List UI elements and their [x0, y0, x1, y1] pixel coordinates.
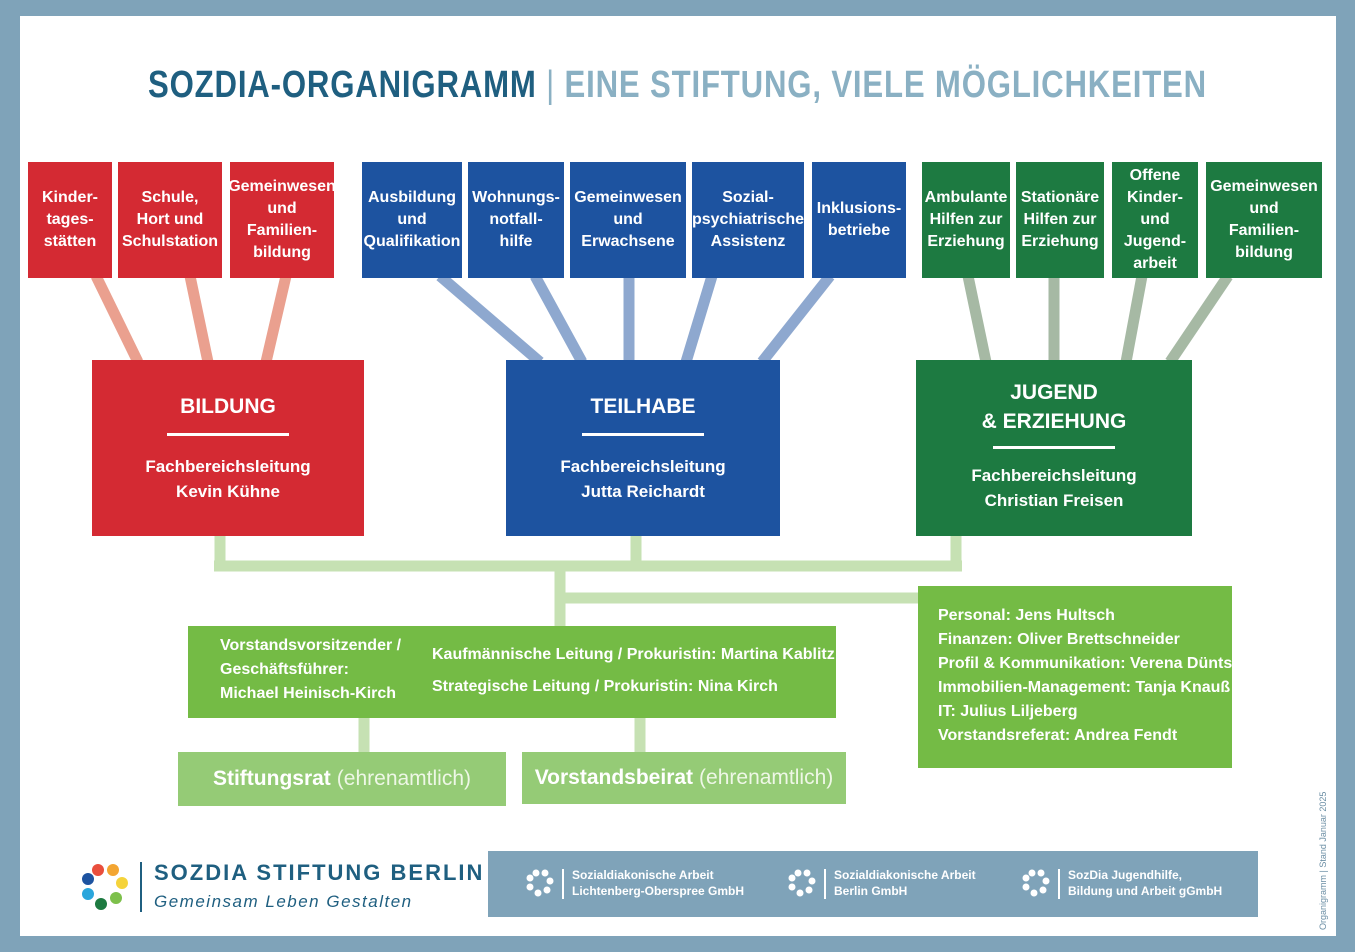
company-logo-icon: [788, 869, 816, 897]
brand-divider: [140, 862, 142, 912]
brand-tagline: Gemeinsam Leben Gestalten: [154, 892, 413, 911]
company-name: Sozialdiakonische Arbeit Berlin GmbH: [834, 868, 976, 898]
jugend-unit-stationaer: Stationäre Hilfen zur Erziehung: [1016, 162, 1104, 278]
council-stiftungsrat: Stiftungsrat (ehrenamtlich): [178, 752, 506, 806]
divider: [167, 433, 289, 436]
connector-line: [680, 274, 718, 364]
connector-line: [184, 274, 214, 364]
teilhabe-unit-ausbildung: Ausbildung und Qualifikation: [362, 162, 462, 278]
dept-person: Kevin Kühne: [176, 482, 280, 501]
unit-label: Sozial- psychiatrische Assistenz: [691, 189, 805, 250]
dept-role: Fachbereichsleitung: [145, 457, 311, 476]
unit-label: Ausbildung und Qualifikation: [363, 189, 461, 250]
staff-item: Vorstandsreferat: Andrea Fendt: [938, 727, 1178, 744]
teilhabe-unit-wohnungsnotfallhilfe: Wohnungs- notfall- hilfe: [468, 162, 564, 278]
unit-label: Ambulante Hilfen zur Erziehung: [924, 189, 1008, 250]
company-divider: [562, 869, 564, 899]
connector-line: [962, 274, 992, 364]
companies-bar: Sozialdiakonische Arbeit Lichtenberg-Obe…: [488, 851, 1258, 917]
unit-label: Gemeinwesen und Erwachsene: [574, 189, 682, 250]
dept-title: TEILHABE: [590, 395, 696, 418]
board-commercial-lead: Kaufmännische Leitung / Prokuristin: Mar…: [432, 646, 835, 663]
staff-item: Personal: Jens Hultsch: [938, 607, 1115, 624]
side-note: Organigramm | Stand Januar 2025: [1316, 790, 1332, 930]
connector-line: [1120, 274, 1148, 364]
brand-name: SOZDIA STIFTUNG BERLIN: [154, 860, 485, 885]
title-subtitle: EINE STIFTUNG, VIELE MÖGLICHKEITEN: [564, 64, 1207, 106]
sozdia-logo-icon: [82, 864, 128, 910]
board-box: [188, 626, 836, 718]
dept-role: Fachbereichsleitung: [971, 466, 1137, 485]
jugend-connectors: [962, 272, 1233, 366]
teilhabe-connectors: [436, 271, 835, 367]
staff-item: Finanzen: Oliver Brettschneider: [938, 631, 1180, 648]
teilhabe-unit-gemeinwesen: Gemeinwesen und Erwachsene: [570, 162, 686, 278]
teilhabe-unit-inklusionsbetriebe: Inklusions- betriebe: [812, 162, 906, 278]
council-note: (ehrenamtlich): [699, 766, 834, 789]
dept-title: BILDUNG: [180, 395, 276, 418]
company-divider: [824, 869, 826, 899]
council-note: (ehrenamtlich): [336, 767, 472, 790]
title-separator: |: [546, 64, 556, 106]
board-strategic-lead: Strategische Leitung / Prokuristin: Nina…: [432, 678, 778, 695]
unit-label: Gemeinwesen und Familien- bildung: [1210, 178, 1318, 261]
connector-line: [91, 273, 143, 365]
unit-label: Gemeinwesen und Familien- bildung: [228, 178, 336, 261]
jugend-unit-offene-arbeit: Offene Kinder- und Jugend- arbeit: [1112, 162, 1198, 278]
connector-line: [1165, 272, 1233, 366]
teilhabe-unit-sozialpsychiatrie: Sozial- psychiatrische Assistenz: [692, 162, 804, 278]
dept-title: JUGEND & ERZIEHUNG: [981, 381, 1127, 433]
jugend-unit-gemeinwesen: Gemeinwesen und Familien- bildung: [1206, 162, 1322, 278]
divider: [582, 433, 704, 436]
staff-item: Profil & Kommunikation: Verena Düntsch: [938, 655, 1251, 672]
unit-label: Stationäre Hilfen zur Erziehung: [1020, 189, 1100, 250]
dept-person: Jutta Reichardt: [581, 482, 705, 501]
board-connectors: [214, 534, 962, 756]
company-logo-icon: [526, 869, 554, 897]
company-logo-icon: [1022, 869, 1050, 897]
title-main: SOZDIA-ORGANIGRAMM: [147, 64, 537, 106]
connector-line: [436, 271, 544, 367]
company-divider: [1058, 869, 1060, 899]
unit-label: Offene Kinder- und Jugend- arbeit: [1123, 167, 1187, 272]
staff-item: IT: Julius Liljeberg: [938, 703, 1078, 720]
connector-line: [260, 274, 292, 364]
dept-person: Christian Freisen: [984, 491, 1124, 510]
dept-teilhabe: TEILHABE Fachbereichsleitung Jutta Reich…: [506, 360, 780, 536]
bildung-unit-kitas: Kinder- tages- stätten: [28, 162, 112, 278]
unit-label: Schule, Hort und Schulstation: [122, 189, 219, 250]
council-name: Vorstandsbeirat: [534, 766, 694, 789]
connector-line: [757, 272, 835, 366]
page-title: SOZDIA-ORGANIGRAMM | EINE STIFTUNG, VIEL…: [122, 64, 1233, 107]
divider: [993, 446, 1115, 449]
staff-box: [918, 586, 1232, 768]
company-name: SozDia Jugendhilfe, Bildung und Arbeit g…: [1068, 868, 1223, 898]
connector-line: [530, 273, 587, 365]
bildung-connectors: [91, 273, 292, 365]
side-note-text: Organigramm | Stand Januar 2025: [1318, 791, 1328, 930]
council-vorstandsbeirat: Vorstandsbeirat (ehrenamtlich): [522, 752, 846, 804]
dept-jugend: JUGEND & ERZIEHUNG Fachbereichsleitung C…: [916, 360, 1192, 536]
staff-item: Immobilien-Management: Tanja Knauß: [938, 679, 1231, 696]
board-chair: Vorstandsvorsitzender / Geschäftsführer:…: [220, 637, 402, 702]
dept-bildung: BILDUNG Fachbereichsleitung Kevin Kühne: [92, 360, 364, 536]
jugend-unit-ambulant: Ambulante Hilfen zur Erziehung: [922, 162, 1010, 278]
unit-label: Inklusions- betriebe: [816, 200, 902, 239]
bildung-unit-gemeinwesen: Gemeinwesen und Familien- bildung: [228, 162, 336, 278]
company-name: Sozialdiakonische Arbeit Lichtenberg-Obe…: [572, 868, 745, 898]
unit-label: Kinder- tages- stätten: [42, 189, 98, 250]
unit-label: Wohnungs- notfall- hilfe: [472, 189, 560, 250]
council-name: Stiftungsrat: [212, 767, 331, 790]
dept-role: Fachbereichsleitung: [560, 457, 726, 476]
bildung-unit-schule: Schule, Hort und Schulstation: [118, 162, 222, 278]
